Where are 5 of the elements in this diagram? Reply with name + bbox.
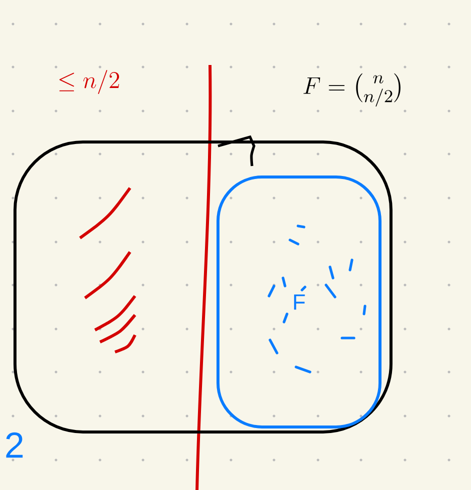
outer-region (14, 140, 392, 434)
inner-region: F (216, 176, 382, 428)
digit-label: 2 (6, 432, 23, 458)
bound-label: $\le n/2$ (59, 70, 120, 94)
formula-label: $F = \binom{n}{n/2}$ (304, 73, 400, 107)
